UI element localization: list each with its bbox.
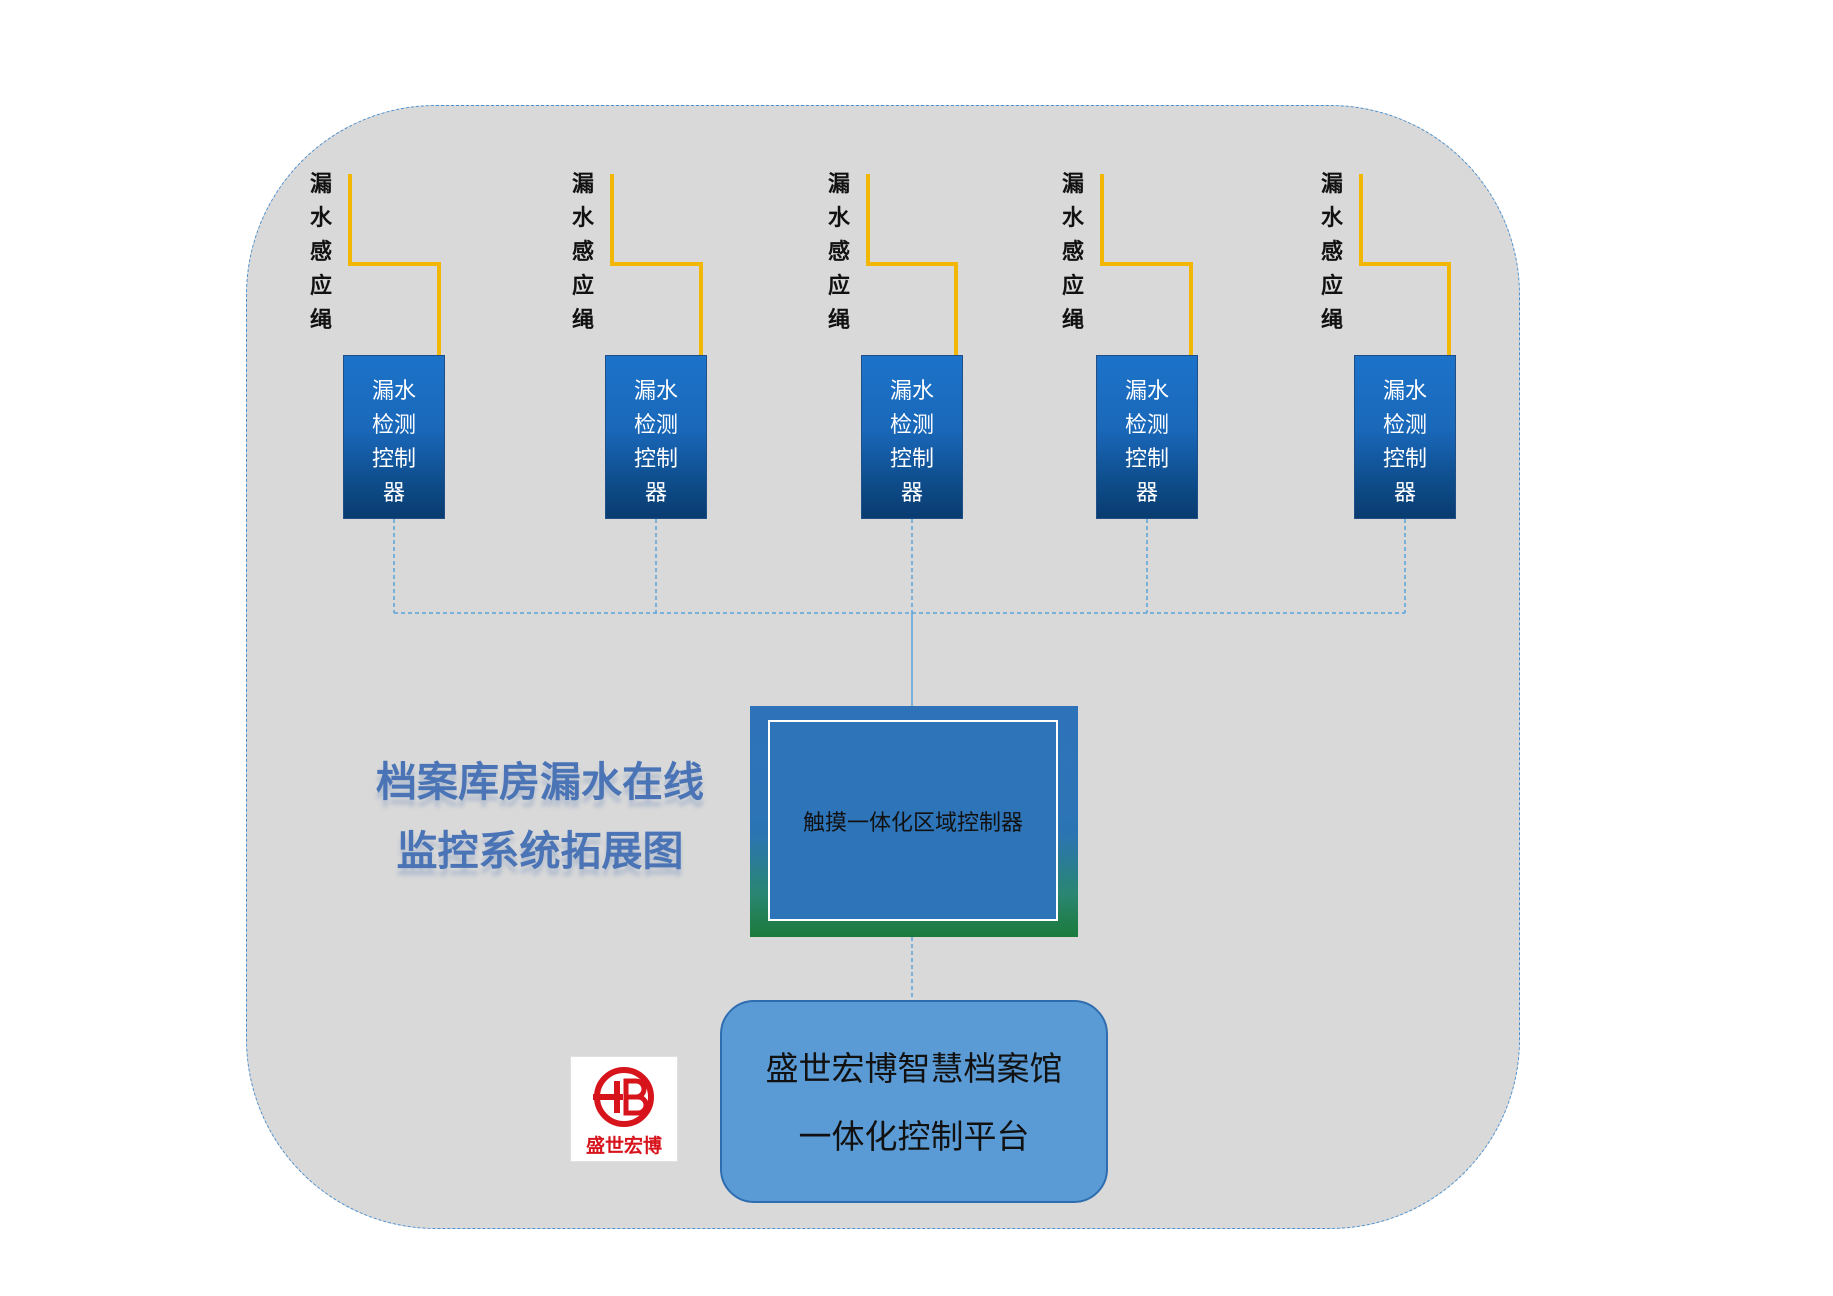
sensor-rope-5 xyxy=(1359,174,1451,356)
rope-char: 感 xyxy=(571,240,594,265)
rope-char: 绳 xyxy=(827,308,850,333)
rope-char: 绳 xyxy=(571,308,594,333)
controller-line: 检测 xyxy=(1382,413,1427,438)
rope-char: 应 xyxy=(309,274,332,299)
rope-label-5: 漏 水 感 应 绳 xyxy=(1317,168,1347,338)
rope-char: 绳 xyxy=(1320,308,1343,333)
rope-char: 应 xyxy=(571,274,594,299)
zone-controller-screen: 触摸一体化区域控制器 xyxy=(768,720,1058,921)
rope-label-1: 漏 水 感 应 绳 xyxy=(306,168,336,338)
title-line-1: 档案库房漏水在线 xyxy=(376,758,704,806)
controller-line: 漏水 xyxy=(1382,379,1427,404)
leak-controller-3: 漏水 检测 控制 器 xyxy=(861,355,963,519)
rope-char: 绳 xyxy=(1061,308,1084,333)
rope-char: 感 xyxy=(1320,240,1343,265)
rope-label-3: 漏 水 感 应 绳 xyxy=(824,168,854,338)
controller-line: 器 xyxy=(644,481,667,506)
controller-line: 器 xyxy=(900,481,923,506)
control-platform: 盛世宏博智慧档案馆 一体化控制平台 xyxy=(720,1000,1108,1203)
rope-char: 感 xyxy=(1061,240,1084,265)
rope-char: 应 xyxy=(827,274,850,299)
sensor-rope-1 xyxy=(348,174,441,356)
rope-char: 水 xyxy=(827,206,850,231)
leak-controller-2: 漏水 检测 控制 器 xyxy=(605,355,707,519)
rope-char: 应 xyxy=(1061,274,1084,299)
logo-text: 盛世宏博 xyxy=(585,1135,662,1157)
controller-line: 检测 xyxy=(633,413,678,438)
leak-controller-5: 漏水 检测 控制 器 xyxy=(1354,355,1456,519)
controller-line: 控制 xyxy=(371,447,416,472)
controller-line: 检测 xyxy=(371,413,416,438)
controller-line: 检测 xyxy=(889,413,934,438)
rope-char: 漏 xyxy=(309,172,332,197)
platform-line-2: 一体化控制平台 xyxy=(798,1117,1030,1156)
controller-line: 控制 xyxy=(633,447,678,472)
controller-line: 漏水 xyxy=(633,379,678,404)
controller-line: 漏水 xyxy=(371,379,416,404)
rope-label-4: 漏 水 感 应 绳 xyxy=(1058,168,1088,338)
rope-char: 漏 xyxy=(571,172,594,197)
rope-char: 绳 xyxy=(309,308,332,333)
rope-char: 感 xyxy=(309,240,332,265)
leak-controller-1: 漏水 检测 控制 器 xyxy=(343,355,445,519)
rope-char: 漏 xyxy=(827,172,850,197)
controller-line: 控制 xyxy=(889,447,934,472)
rope-char: 应 xyxy=(1320,274,1343,299)
controller-line: 器 xyxy=(1135,481,1158,506)
controller-line: 器 xyxy=(1393,481,1416,506)
sensor-rope-3 xyxy=(866,174,958,356)
controller-line: 漏水 xyxy=(1124,379,1169,404)
controller-line: 控制 xyxy=(1124,447,1169,472)
zone-controller-label: 触摸一体化区域控制器 xyxy=(802,810,1023,836)
rope-char: 水 xyxy=(1061,206,1084,231)
rope-char: 感 xyxy=(827,240,850,265)
controller-line: 控制 xyxy=(1382,447,1427,472)
logo-mark xyxy=(593,1067,654,1127)
controller-line: 漏水 xyxy=(889,379,934,404)
sensor-rope-2 xyxy=(610,174,703,356)
rope-char: 水 xyxy=(571,206,594,231)
zone-controller: 触摸一体化区域控制器 xyxy=(750,706,1078,937)
sensor-rope-4 xyxy=(1100,174,1193,356)
company-logo: 盛世宏博 xyxy=(570,1056,678,1162)
leak-controller-4: 漏水 检测 控制 器 xyxy=(1096,355,1198,519)
rope-label-2: 漏 水 感 应 绳 xyxy=(568,168,598,338)
rope-char: 水 xyxy=(1320,206,1343,231)
controller-line: 器 xyxy=(382,481,405,506)
rope-char: 漏 xyxy=(1320,172,1343,197)
controller-line: 检测 xyxy=(1124,413,1169,438)
diagram-title: 档案库房漏水在线 监控系统拓展图 xyxy=(330,748,750,886)
rope-char: 漏 xyxy=(1061,172,1084,197)
platform-line-1: 盛世宏博智慧档案馆 xyxy=(765,1049,1063,1088)
rope-char: 水 xyxy=(309,206,332,231)
title-line-2: 监控系统拓展图 xyxy=(396,827,684,875)
